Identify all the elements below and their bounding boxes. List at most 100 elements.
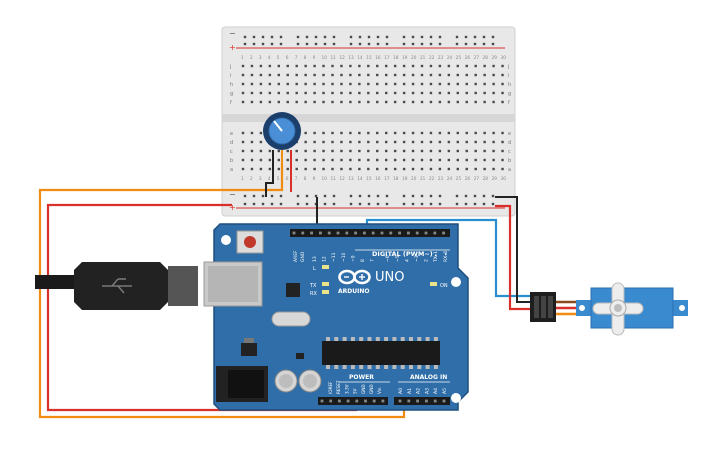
breadboard-hole[interactable]: [420, 35, 424, 39]
breadboard-hole[interactable]: [456, 149, 459, 153]
breadboard-hole[interactable]: [296, 194, 300, 198]
breadboard-hole[interactable]: [358, 82, 361, 86]
breadboard-hole[interactable]: [492, 167, 495, 171]
breadboard-hole[interactable]: [304, 73, 307, 77]
breadboard-hole[interactable]: [385, 42, 389, 46]
breadboard-hole[interactable]: [340, 91, 343, 95]
breadboard-hole[interactable]: [402, 131, 406, 135]
breadboard-hole[interactable]: [474, 149, 477, 153]
breadboard-hole[interactable]: [474, 140, 477, 144]
breadboard-hole[interactable]: [268, 167, 272, 171]
breadboard-hole[interactable]: [420, 82, 424, 86]
breadboard-hole[interactable]: [313, 73, 316, 77]
breadboard-hole[interactable]: [411, 158, 415, 162]
breadboard-hole[interactable]: [331, 64, 334, 68]
header-pin[interactable]: [364, 399, 367, 403]
breadboard-hole[interactable]: [349, 91, 352, 95]
breadboard-hole[interactable]: [411, 91, 415, 95]
breadboard-hole[interactable]: [429, 64, 433, 68]
breadboard-hole[interactable]: [491, 194, 495, 198]
breadboard-hole[interactable]: [295, 158, 298, 162]
breadboard-hole[interactable]: [455, 202, 459, 206]
breadboard-hole[interactable]: [270, 202, 274, 206]
breadboard-hole[interactable]: [277, 100, 280, 104]
header-pin[interactable]: [407, 231, 410, 235]
servo-motor[interactable]: [530, 282, 688, 336]
breadboard-hole[interactable]: [492, 82, 495, 86]
breadboard-hole[interactable]: [376, 82, 379, 86]
breadboard-hole[interactable]: [474, 131, 477, 135]
breadboard-hole[interactable]: [331, 131, 334, 135]
breadboard-hole[interactable]: [279, 35, 283, 39]
breadboard-hole[interactable]: [447, 82, 451, 86]
breadboard-hole[interactable]: [376, 194, 380, 198]
breadboard-hole[interactable]: [277, 73, 280, 77]
breadboard-hole[interactable]: [358, 35, 362, 39]
breadboard-hole[interactable]: [322, 149, 325, 153]
breadboard-hole[interactable]: [304, 131, 307, 135]
breadboard-hole[interactable]: [367, 167, 370, 171]
breadboard-hole[interactable]: [358, 42, 362, 46]
breadboard-hole[interactable]: [438, 64, 442, 68]
breadboard-hole[interactable]: [241, 158, 245, 162]
breadboard-hole[interactable]: [358, 91, 361, 95]
breadboard-hole[interactable]: [501, 158, 504, 162]
breadboard-hole[interactable]: [501, 64, 504, 68]
breadboard-hole[interactable]: [367, 140, 370, 144]
breadboard-hole[interactable]: [501, 149, 504, 153]
breadboard-hole[interactable]: [447, 131, 451, 135]
breadboard-hole[interactable]: [323, 194, 327, 198]
breadboard-hole[interactable]: [331, 100, 334, 104]
breadboard-hole[interactable]: [349, 158, 352, 162]
breadboard-hole[interactable]: [501, 167, 504, 171]
breadboard-hole[interactable]: [304, 100, 307, 104]
breadboard-hole[interactable]: [411, 82, 415, 86]
breadboard-hole[interactable]: [322, 158, 325, 162]
potentiometer[interactable]: [263, 112, 301, 150]
breadboard-hole[interactable]: [250, 64, 254, 68]
breadboard-hole[interactable]: [465, 82, 468, 86]
header-pin[interactable]: [416, 399, 419, 403]
breadboard-hole[interactable]: [483, 131, 486, 135]
breadboard-hole[interactable]: [393, 64, 397, 68]
breadboard-hole[interactable]: [482, 202, 486, 206]
breadboard-hole[interactable]: [438, 149, 442, 153]
breadboard-hole[interactable]: [367, 100, 370, 104]
breadboard-hole[interactable]: [429, 91, 433, 95]
breadboard-hole[interactable]: [358, 194, 362, 198]
breadboard-hole[interactable]: [411, 35, 415, 39]
breadboard-hole[interactable]: [429, 140, 433, 144]
breadboard-hole[interactable]: [438, 82, 442, 86]
breadboard-hole[interactable]: [465, 73, 468, 77]
breadboard-hole[interactable]: [402, 64, 406, 68]
breadboard-hole[interactable]: [259, 82, 263, 86]
breadboard-hole[interactable]: [376, 64, 379, 68]
breadboard-hole[interactable]: [295, 100, 298, 104]
breadboard-hole[interactable]: [385, 194, 389, 198]
breadboard-hole[interactable]: [402, 140, 406, 144]
breadboard-hole[interactable]: [277, 91, 280, 95]
breadboard-hole[interactable]: [304, 64, 307, 68]
breadboard-hole[interactable]: [252, 194, 256, 198]
breadboard-hole[interactable]: [241, 140, 245, 144]
breadboard-hole[interactable]: [322, 91, 325, 95]
breadboard-hole[interactable]: [420, 149, 424, 153]
header-pin[interactable]: [319, 231, 322, 235]
breadboard-hole[interactable]: [349, 149, 352, 153]
breadboard-hole[interactable]: [393, 100, 397, 104]
header-pin[interactable]: [301, 231, 305, 235]
breadboard-hole[interactable]: [250, 82, 254, 86]
breadboard-hole[interactable]: [322, 131, 325, 135]
breadboard-hole[interactable]: [501, 100, 504, 104]
breadboard-hole[interactable]: [349, 202, 353, 206]
breadboard-hole[interactable]: [385, 73, 388, 77]
breadboard-hole[interactable]: [358, 140, 361, 144]
breadboard-hole[interactable]: [323, 202, 327, 206]
breadboard-hole[interactable]: [411, 202, 415, 206]
breadboard-hole[interactable]: [331, 167, 334, 171]
breadboard-hole[interactable]: [241, 73, 245, 77]
breadboard-hole[interactable]: [313, 167, 316, 171]
breadboard-hole[interactable]: [420, 202, 424, 206]
